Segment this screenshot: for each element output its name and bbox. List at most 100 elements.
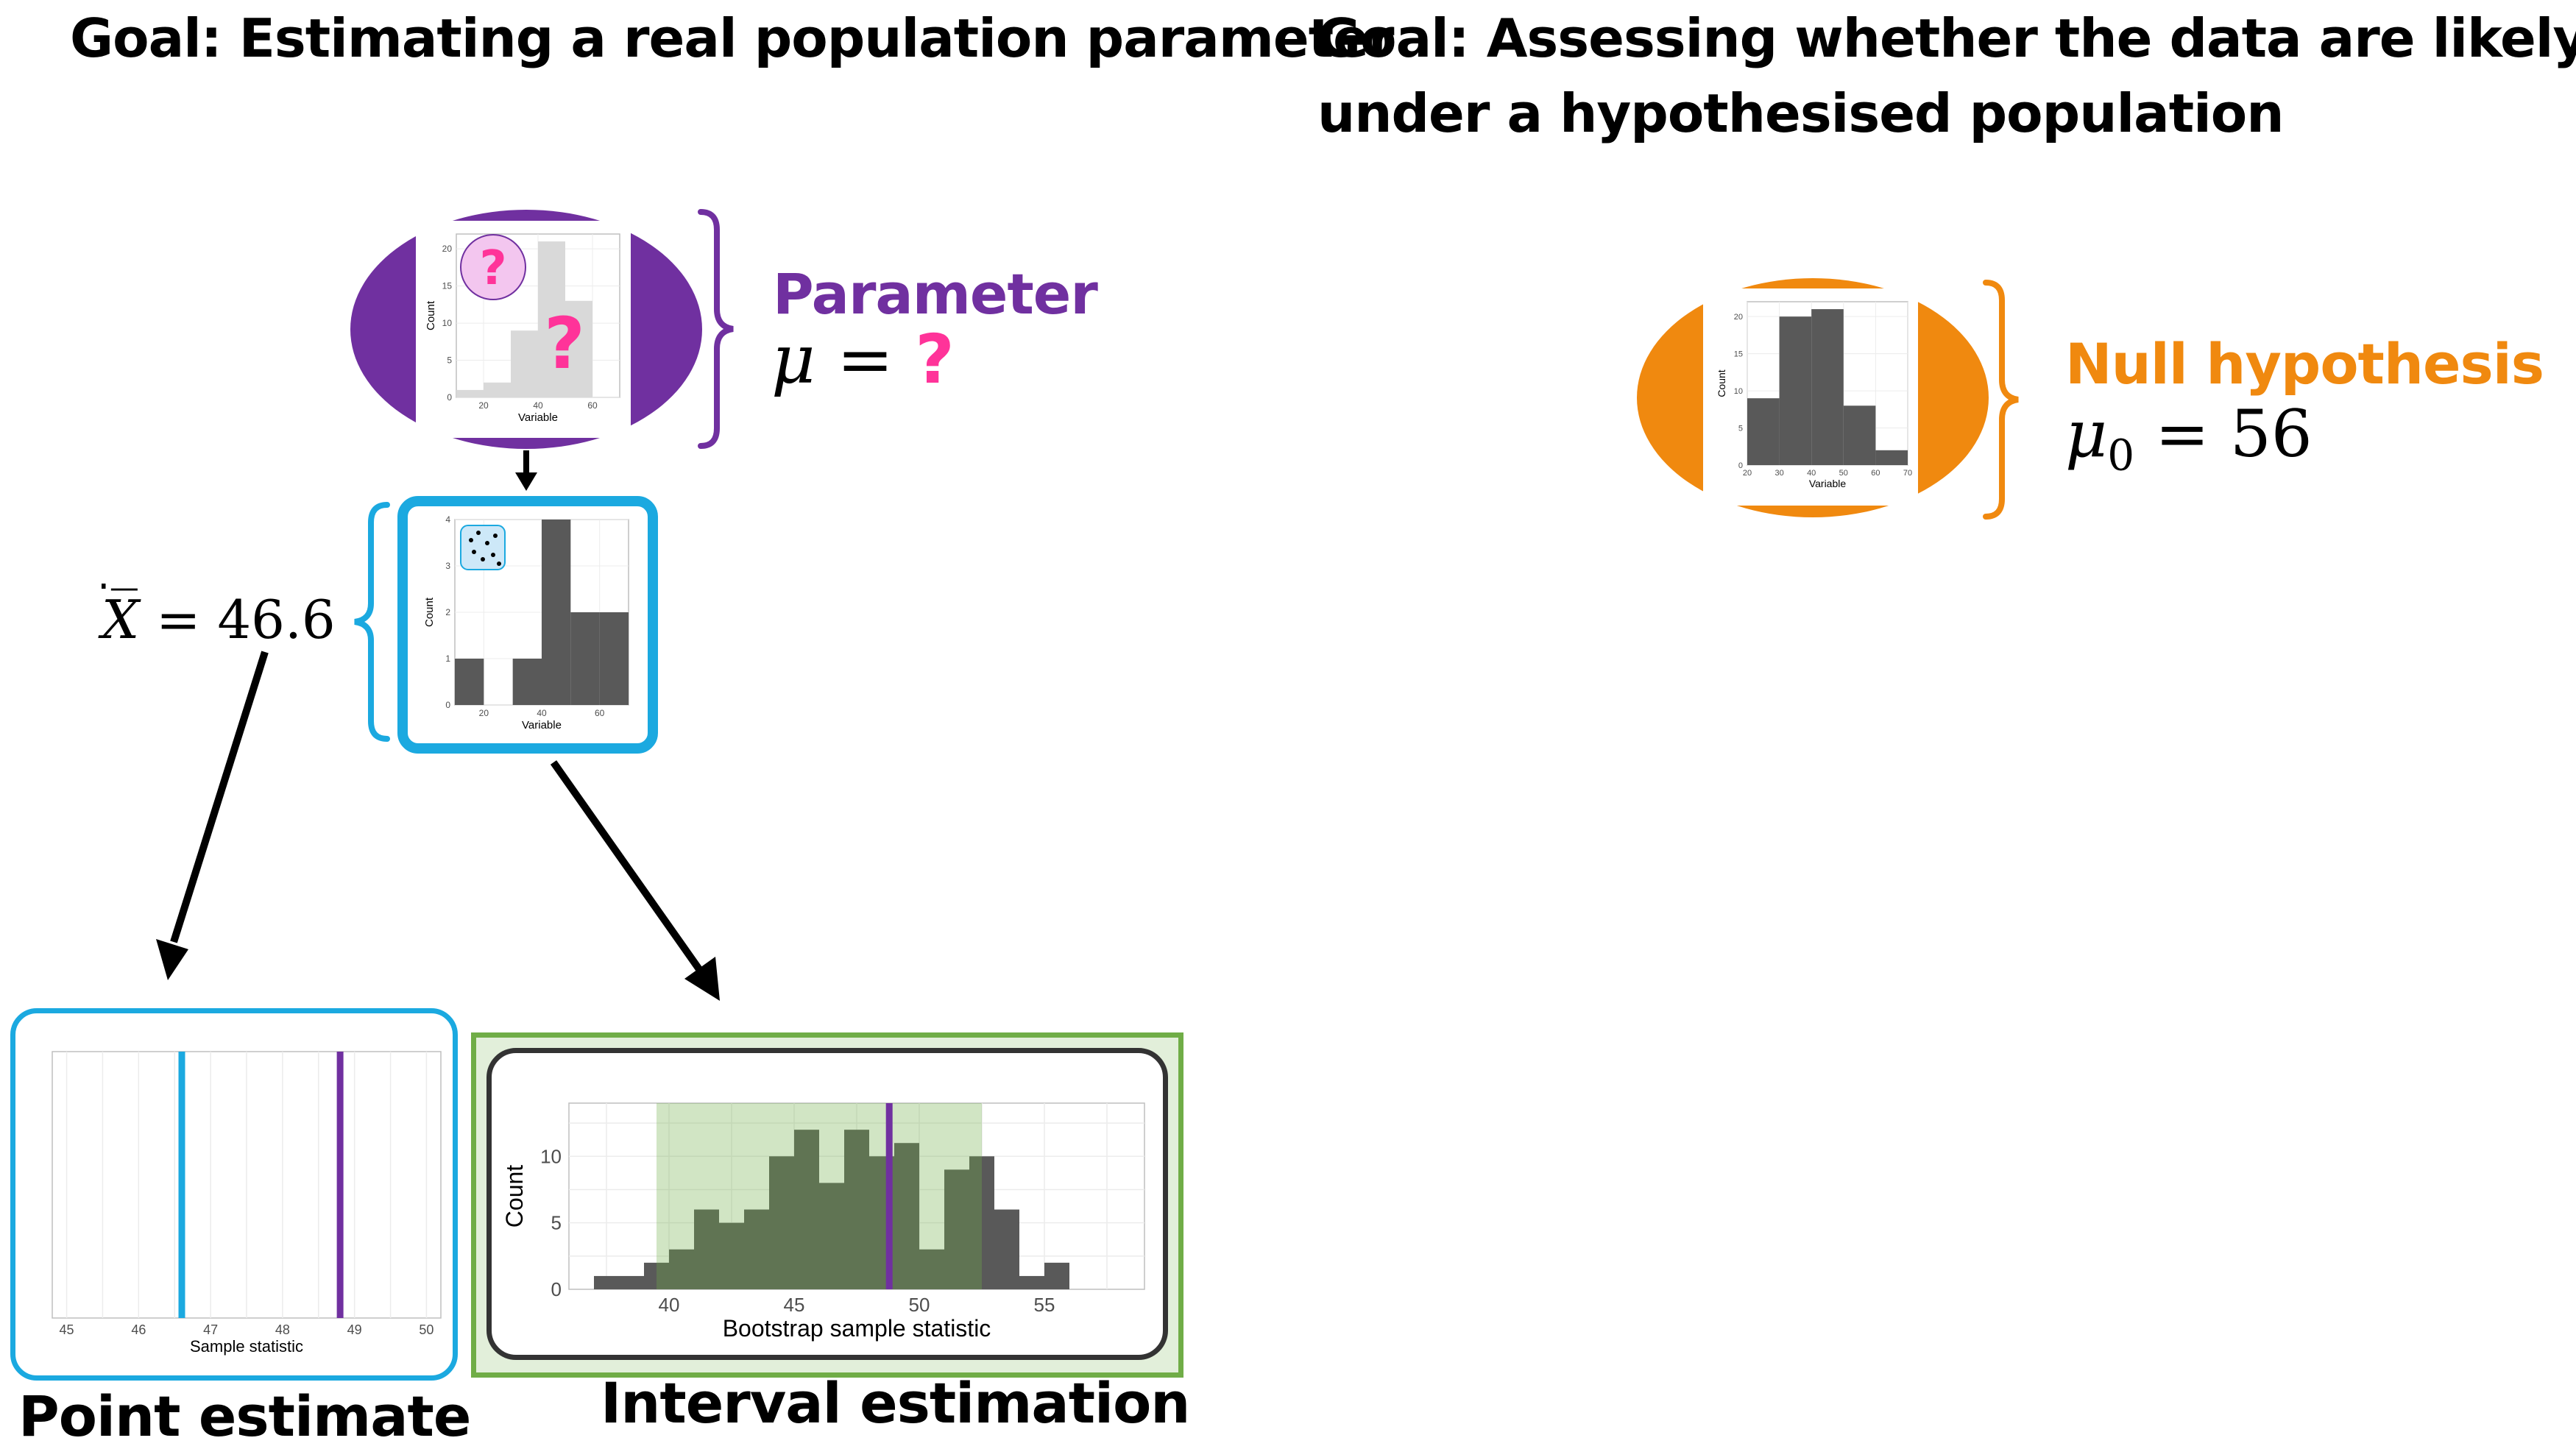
x-tick-label: 30 (1774, 469, 1783, 478)
null-hypothesis-label: Null hypothesis (2065, 331, 2544, 397)
equals-sign: = (837, 320, 894, 399)
x-tick-label: 48 (275, 1322, 290, 1337)
histogram-bar (484, 382, 511, 397)
histogram-bar (994, 1209, 1019, 1289)
histogram-bar (570, 612, 600, 705)
x-axis-label: Sample statistic (190, 1337, 303, 1356)
x-tick-label: 40 (659, 1294, 680, 1316)
histogram-bar (594, 1275, 619, 1289)
x-tick-label: 55 (1034, 1294, 1055, 1316)
left-goal-heading: Goal: Estimating a real population param… (70, 7, 1395, 69)
histogram-bar (694, 1209, 719, 1289)
x-tick-label: 60 (595, 708, 605, 718)
population-bar-question-mark: ? (544, 302, 585, 385)
histogram-bar (719, 1222, 744, 1289)
confidence-interval-band (657, 1103, 982, 1289)
x-tick-label: 20 (479, 708, 489, 718)
sample-brace (354, 502, 390, 742)
histogram-bar (969, 1156, 994, 1289)
equals-sign: = (156, 589, 201, 651)
mu-symbol: μ (2065, 396, 2108, 472)
y-tick-label: 0 (1738, 461, 1743, 470)
histogram-bar (644, 1262, 669, 1289)
x-tick-label: 20 (1743, 469, 1752, 478)
mu-symbol: μ (771, 320, 815, 399)
arrow-population-to-sample (515, 450, 537, 491)
x-tick-label: 60 (587, 400, 598, 411)
histogram-bar (844, 1130, 869, 1289)
histogram-bar (744, 1209, 769, 1289)
y-tick-label: 20 (442, 244, 453, 254)
histogram-bar (919, 1249, 944, 1289)
histogram-bar (894, 1143, 919, 1289)
x-tick-label: 47 (203, 1322, 218, 1337)
histogram-bar (944, 1169, 969, 1289)
y-tick-label: 15 (1734, 350, 1743, 359)
y-tick-label: 3 (445, 561, 450, 571)
histogram-bar (542, 520, 571, 705)
x-tick-label: 46 (131, 1322, 146, 1337)
y-tick-label: 5 (1738, 425, 1743, 433)
y-tick-label: 5 (551, 1212, 562, 1234)
histogram-bar (565, 300, 592, 397)
histogram-bar (512, 659, 542, 705)
x-tick-label: 50 (419, 1322, 434, 1337)
parameter-equation: μ = ? (771, 320, 955, 399)
x-tick-label: 49 (347, 1322, 362, 1337)
right-goal-heading-line1: Goal: Assessing whether the data are lik… (1317, 7, 2576, 69)
mu-subscript: 0 (2107, 430, 2135, 481)
x-tick-label: 60 (1871, 469, 1880, 478)
x-tick-label: 40 (533, 400, 543, 411)
y-tick-label: 10 (442, 318, 453, 328)
y-tick-label: 2 (445, 607, 450, 617)
x-axis-label: Variable (518, 411, 558, 424)
sample-mean-symbol: X̅ (102, 589, 140, 651)
arrow-to-point-estimate (156, 651, 269, 980)
x-tick-label: 50 (1839, 469, 1848, 478)
y-tick-label: 10 (540, 1145, 562, 1167)
x-axis-label: Variable (1809, 478, 1847, 489)
y-tick-label: 4 (445, 514, 450, 525)
histogram-bar (455, 659, 484, 705)
sample-dots (469, 531, 501, 566)
y-tick-label: 5 (447, 355, 452, 366)
population-bubble-question-mark: ? (479, 241, 506, 296)
histogram-bar (1044, 1262, 1069, 1289)
y-tick-label: 1 (445, 653, 450, 664)
histogram-bar (1875, 450, 1908, 465)
y-tick-label: 20 (1734, 313, 1743, 322)
y-tick-label: 0 (551, 1278, 562, 1300)
point-estimate-caption: Point estimate (18, 1384, 471, 1449)
histogram-bar (1747, 398, 1780, 465)
null-equation: μ0 = 56 (2065, 396, 2313, 481)
equals-sign: = (2155, 396, 2209, 472)
histogram-bar (1811, 309, 1844, 465)
y-tick-label: 15 (442, 281, 453, 291)
null-brace (1983, 280, 2019, 520)
y-axis-label: Count (1716, 369, 1727, 397)
right-goal-heading-line2: under a hypothesised population (1317, 82, 2285, 144)
parameter-label: Parameter (773, 261, 1098, 327)
x-tick-label: 20 (478, 400, 489, 411)
x-axis-label: Variable (522, 719, 562, 731)
histogram-bar (511, 330, 538, 397)
histogram-bar (769, 1156, 794, 1289)
y-tick-label: 10 (1734, 387, 1743, 396)
arrow-to-interval-estimation (550, 760, 720, 1001)
histogram-bar (819, 1183, 844, 1289)
null-value: 56 (2229, 396, 2313, 472)
histogram-bar (599, 612, 629, 705)
x-tick-label: 40 (537, 708, 547, 718)
y-axis-label: Count (425, 300, 437, 330)
x-tick-label: 45 (784, 1294, 805, 1316)
x-tick-label: 70 (1903, 469, 1912, 478)
histogram-bar (669, 1249, 694, 1289)
x-tick-label: 40 (1807, 469, 1816, 478)
